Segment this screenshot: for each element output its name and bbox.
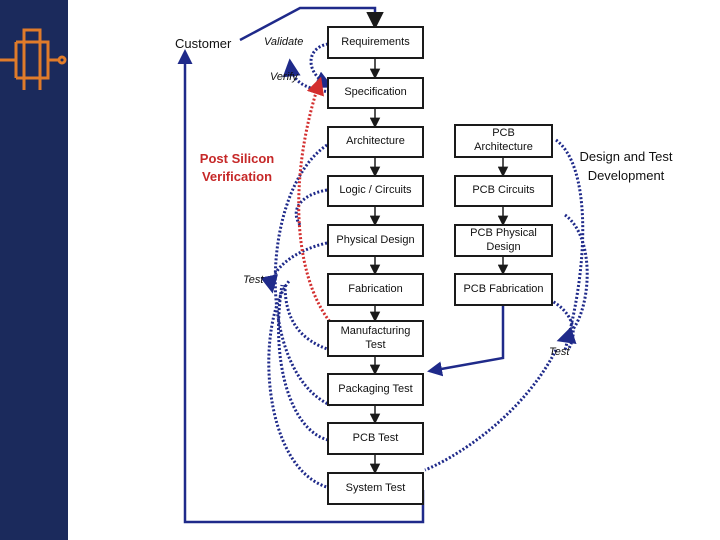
- post-silicon-line1: Post Silicon: [199, 151, 275, 166]
- pcb-physical-design-line2: Design: [486, 240, 521, 253]
- pcb-architecture-line2: Architecture: [474, 141, 533, 153]
- sidebar-band: [0, 0, 68, 540]
- post-silicon-verification-label: Post Silicon Verification: [192, 150, 282, 186]
- manufacturing-test-box: Manufacturing Test: [327, 320, 424, 357]
- design-test-line2: Development: [587, 167, 665, 183]
- test-right-label: Test: [549, 346, 570, 358]
- physical-design-box: Physical Design: [327, 224, 424, 257]
- system-test-box: System Test: [327, 472, 424, 505]
- chip-logo-icon: [0, 28, 67, 90]
- specification-box: Specification: [327, 77, 424, 109]
- pcb-physical-design-line1: PCB Physical: [470, 226, 537, 239]
- pcb-fabrication-box: PCB Fabrication: [454, 273, 553, 306]
- design-test-line1: Design and Test: [579, 149, 673, 164]
- verify-label: Verify: [270, 71, 298, 83]
- logic-circuits-box: Logic / Circuits: [327, 175, 424, 207]
- manufacturing-test-line2: Test: [365, 338, 386, 351]
- customer-label: Customer: [175, 36, 232, 51]
- post-silicon-line2: Verification: [201, 169, 273, 185]
- manufacturing-test-line1: Manufacturing: [340, 324, 411, 337]
- validate-label: Validate: [264, 36, 304, 48]
- design-and-test-label: Design and Test Development: [570, 148, 682, 186]
- pcb-circuits-box: PCB Circuits: [454, 175, 553, 207]
- pcb-architecture-box: PCB Architecture: [454, 124, 553, 158]
- pcb-physical-design-box: PCB Physical Design: [454, 224, 553, 257]
- pcb-test-box: PCB Test: [327, 422, 424, 455]
- packaging-test-box: Packaging Test: [327, 373, 424, 406]
- fabrication-box: Fabrication: [327, 273, 424, 306]
- pcb-architecture-line1: PCB: [492, 127, 515, 140]
- requirements-box: Requirements: [327, 26, 424, 59]
- architecture-box: Architecture: [327, 126, 424, 158]
- test-left-label: Test: [243, 274, 264, 286]
